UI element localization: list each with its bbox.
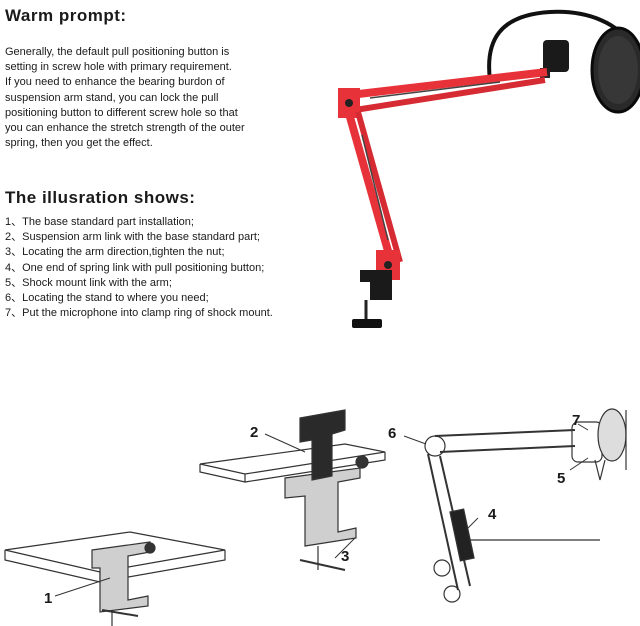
arm-bracket [299,409,346,481]
warm-prompt-line: suspension arm stand, you can lock the p… [5,91,219,104]
callout-6: 6 [388,425,397,442]
arm-pivot [424,435,446,457]
callout-1: 1 [44,590,53,607]
warm-prompt-title: Warm prompt: [5,6,127,25]
callout-7: 7 [572,412,581,429]
upper-arm [349,68,548,99]
mic-holder [543,40,569,72]
spring [449,508,475,562]
step-item: 7、Put the microphone into clamp ring of … [5,307,273,320]
callout-5: 5 [557,470,566,487]
mic-arm-photo [338,9,640,328]
warm-prompt-line: Generally, the default pull positioning … [5,46,230,58]
lower-arm [344,108,396,267]
clamp-base-1 [91,541,151,613]
step-item: 2、Suspension arm link with the base stan… [5,231,260,244]
tighten-nut [355,455,369,469]
callout-4: 4 [488,506,497,523]
step-item: 4、One end of spring link with pull posit… [5,261,265,274]
callout-2: 2 [250,424,259,441]
installation-illustration [4,408,627,626]
warm-prompt-text: Generally, the default pull positioning … [5,45,265,151]
step-item: 1、The base standard part installation; [5,216,194,228]
warm-prompt-line: you can enhance the stretch strength of … [5,122,245,135]
warm-prompt-line: spring, then you get the effect. [5,137,153,150]
warm-prompt-line: If you need to enhance the bearing burdo… [5,76,225,89]
positioning-button [433,559,451,577]
step-item: 5、Shock mount link with the arm; [5,276,172,289]
clamp-base-2 [284,467,361,547]
step-item: 3、Locating the arm direction,tighten the… [5,246,225,259]
step-item: 6、Locating the stand to where you need; [5,292,209,305]
illustration-title: The illusration shows: [5,188,196,207]
warm-prompt-line: setting in screw hole with primary requi… [5,61,232,74]
warm-prompt-line: positioning button to different screw ho… [5,106,238,119]
callout-3: 3 [341,548,350,565]
steps-list: 1、The base standard part installation; 2… [5,215,273,321]
desk-clamp [360,270,392,300]
microphone [597,408,627,462]
clamp-knob [352,319,382,328]
